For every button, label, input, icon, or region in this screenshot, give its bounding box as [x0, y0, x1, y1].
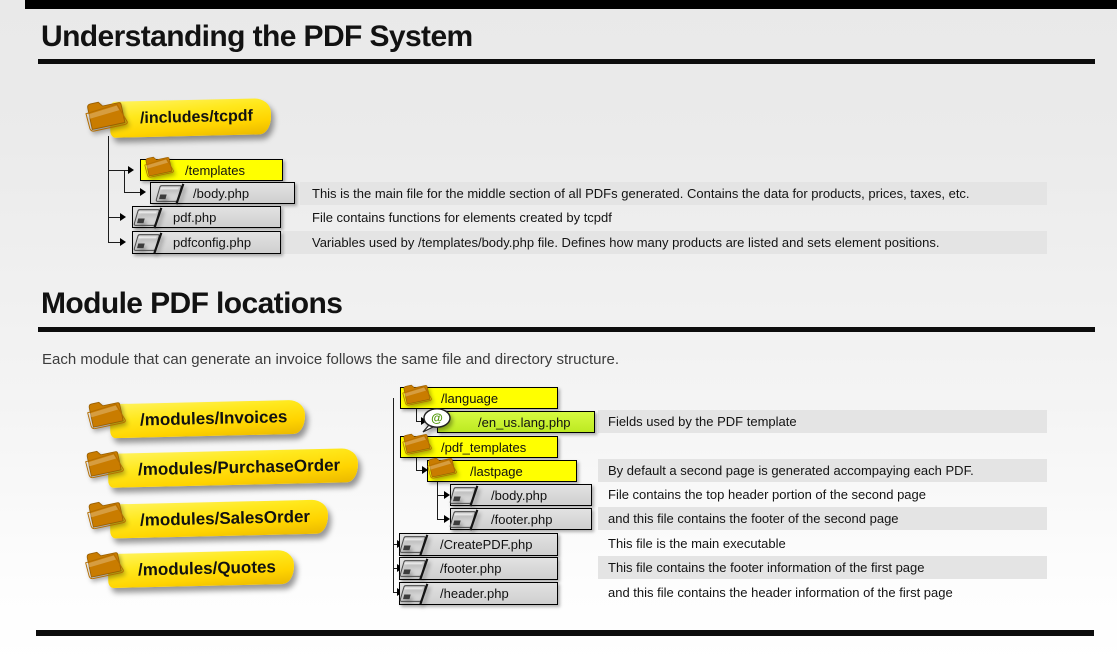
- node-label: /header.php: [440, 586, 509, 601]
- banner-modules-purchaseorder: /modules/PurchaseOrder: [107, 448, 359, 488]
- node-label: /footer.php: [491, 511, 553, 527]
- tree-branch-line: [124, 192, 140, 193]
- tree-branch-line: [108, 242, 122, 243]
- description-strip: [283, 231, 1047, 254]
- banner-label: /includes/tcpdf: [139, 107, 254, 128]
- tree-branch-line: [393, 544, 399, 545]
- folder-icon: [400, 378, 432, 410]
- description-strip: [598, 556, 1047, 579]
- bottom-rule: [36, 630, 1094, 636]
- tree-branch-line: [416, 458, 417, 471]
- tree-node-createpdf-php: /CreatePDF.php: [399, 533, 558, 556]
- node-label: /pdf_templates: [441, 439, 527, 455]
- folder-icon: [84, 493, 126, 535]
- file-icon: [130, 231, 164, 255]
- node-description: File contains functions for elements cre…: [312, 210, 612, 225]
- tree-branch-line: [437, 482, 438, 519]
- branch-arrow-icon: [444, 491, 450, 499]
- folder-icon: [84, 393, 126, 435]
- section2-rule: [38, 327, 1095, 332]
- section1-title: Understanding the PDF System: [41, 20, 473, 53]
- tree-node-footer-php-root: /footer.php: [399, 557, 558, 580]
- tree-node-pdfconfig-php: pdfconfig.php: [132, 231, 281, 254]
- branch-arrow-icon: [120, 238, 126, 246]
- node-description: and this file contains the footer of the…: [608, 511, 899, 526]
- tree-branch-line: [416, 409, 417, 422]
- tree-node-body-php: /body.php: [150, 182, 295, 204]
- tree-node-language: /language: [400, 387, 558, 409]
- tree-node-pdf-php: pdf.php: [132, 206, 281, 228]
- tree-node-lastpage: /lastpage: [427, 460, 577, 482]
- description-strip: [598, 507, 1047, 530]
- banner-includes-tcpdf: /includes/tcpdf: [109, 98, 272, 138]
- top-border-bar: [25, 0, 1117, 9]
- node-label: /language: [441, 390, 499, 406]
- node-label: /body.php: [491, 487, 548, 503]
- branch-arrow-icon: [422, 466, 428, 474]
- tree-branch-line: [437, 519, 445, 520]
- tree-node-templates: /templates: [140, 159, 283, 181]
- node-label: pdfconfig.php: [173, 235, 252, 250]
- section2-title: Module PDF locations: [41, 287, 343, 320]
- folder-icon: [82, 442, 124, 484]
- file-icon: [396, 557, 430, 581]
- banner-label: /modules/SalesOrder: [139, 506, 311, 530]
- tree-branch-line: [124, 171, 125, 193]
- tree-node-footer-php-lastpage: /footer.php: [450, 508, 592, 530]
- tree-branch-line: [108, 217, 122, 218]
- section1-rule: [38, 59, 1095, 64]
- file-icon: [152, 182, 186, 206]
- file-icon: [446, 484, 480, 508]
- tree-branch-line: [416, 470, 423, 471]
- banner-label: /modules/PurchaseOrder: [137, 455, 341, 480]
- folder-icon: [142, 150, 174, 182]
- description-strip: [300, 182, 1047, 205]
- banner-modules-salesorder: /modules/SalesOrder: [109, 499, 329, 539]
- node-label: /templates: [185, 162, 245, 178]
- tree-node-body-php-lastpage: /body.php: [450, 484, 592, 506]
- node-description: Variables used by /templates/body.php fi…: [312, 235, 940, 250]
- branch-arrow-icon: [120, 213, 126, 221]
- node-label: /body.php: [193, 185, 250, 201]
- node-description: This file is the main executable: [608, 536, 786, 551]
- tree-node-pdf-templates: /pdf_templates: [400, 436, 558, 458]
- tree-branch-line: [393, 592, 399, 593]
- node-label: /en_us.lang.php: [478, 414, 571, 430]
- tree-branch-line: [416, 421, 422, 422]
- tree-trunk-line: [393, 398, 394, 593]
- branch-arrow-icon: [444, 515, 450, 523]
- tree-trunk-line: [108, 136, 109, 243]
- branch-arrow-icon: [128, 166, 134, 174]
- folder-icon: [82, 92, 128, 138]
- tree-branch-line: [437, 495, 445, 496]
- banner-label: /modules/Quotes: [137, 557, 277, 580]
- tree-node-header-php: /header.php: [399, 582, 558, 605]
- tree-branch-line: [393, 568, 399, 569]
- node-description: By default a second page is generated ac…: [608, 463, 974, 478]
- node-description: This is the main file for the middle sec…: [312, 186, 970, 201]
- tree-node-en-us-lang-php: /en_us.lang.php: [437, 411, 595, 433]
- node-description: Fields used by the PDF template: [608, 414, 797, 429]
- section2-intro: Each module that can generate an invoice…: [42, 351, 619, 368]
- node-label: /footer.php: [440, 561, 502, 576]
- branch-arrow-icon: [140, 188, 146, 196]
- node-description: This file contains the footer informatio…: [608, 560, 925, 575]
- file-icon: [396, 533, 430, 557]
- banner-modules-quotes: /modules/Quotes: [107, 549, 295, 589]
- file-icon: [396, 582, 430, 606]
- folder-icon: [425, 451, 457, 483]
- folder-icon: [82, 543, 124, 585]
- banner-label: /modules/Invoices: [139, 407, 288, 430]
- node-label: /CreatePDF.php: [440, 537, 533, 552]
- description-strip: [598, 459, 1047, 482]
- file-icon: [130, 206, 164, 230]
- file-icon: [446, 508, 480, 532]
- tree-branch-line: [108, 170, 128, 171]
- node-description: File contains the top header portion of …: [608, 487, 926, 502]
- banner-modules-invoices: /modules/Invoices: [109, 399, 306, 439]
- node-label: pdf.php: [173, 209, 217, 225]
- description-strip: [598, 410, 1047, 433]
- node-description: and this file contains the header inform…: [608, 585, 953, 600]
- node-label: /lastpage: [470, 463, 523, 479]
